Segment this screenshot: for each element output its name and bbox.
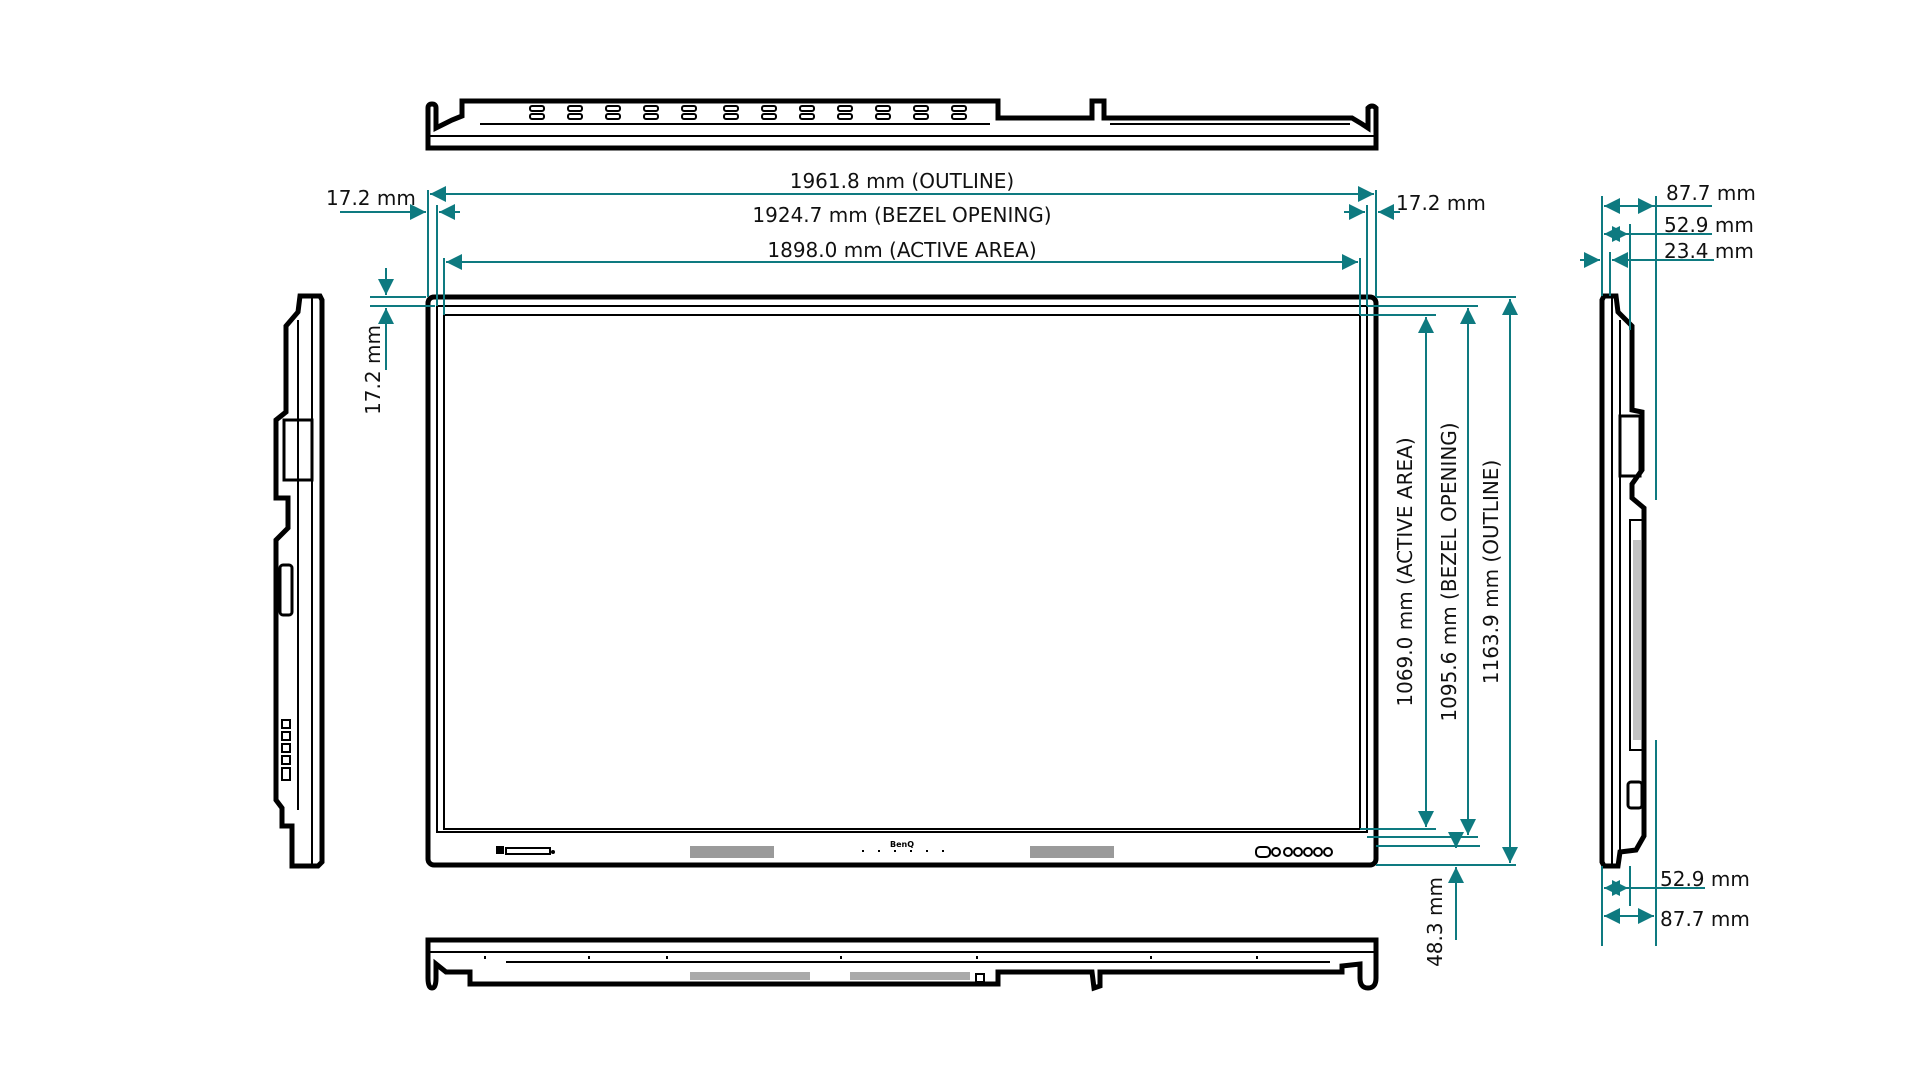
label-bezel-top: 17.2 mm <box>361 325 385 415</box>
label-bezel-bottom: 48.3 mm <box>1423 877 1447 967</box>
label-depth-total-bottom: 87.7 mm <box>1660 907 1750 931</box>
bottom-bezel-details: BenQ <box>496 840 1333 858</box>
label-height-outline: 1163.9 mm (OUTLINE) <box>1479 460 1503 685</box>
label-depth-total-top: 87.7 mm <box>1666 181 1756 205</box>
label-depth-mid-bottom: 52.9 mm <box>1660 867 1750 891</box>
label-depth-mid-top: 52.9 mm <box>1664 213 1754 237</box>
side-depth-dimensions: 87.7 mm 52.9 mm 23.4 mm 52.9 mm 87.7 mm <box>1580 181 1756 946</box>
label-bezel-right: 17.2 mm <box>1396 191 1486 215</box>
label-width-active-area: 1898.0 mm (ACTIVE AREA) <box>767 238 1036 262</box>
label-width-outline: 1961.8 mm (OUTLINE) <box>790 169 1015 193</box>
label-height-active-area: 1069.0 mm (ACTIVE AREA) <box>1393 437 1417 706</box>
label-bezel-left: 17.2 mm <box>326 186 416 210</box>
height-dimensions: 1069.0 mm (ACTIVE AREA) 1095.6 mm (BEZEL… <box>361 268 1518 967</box>
label-depth-panel: 23.4 mm <box>1664 239 1754 263</box>
left-side-view <box>273 293 325 869</box>
label-height-bezel-opening: 1095.6 mm (BEZEL OPENING) <box>1437 422 1461 721</box>
bottom-view <box>425 937 1379 992</box>
width-dimensions: 1961.8 mm (OUTLINE) 1924.7 mm (BEZEL OPE… <box>326 169 1486 315</box>
brand-logo: BenQ <box>890 840 914 849</box>
vent-slots <box>529 105 967 120</box>
front-view: BenQ <box>425 294 1379 868</box>
right-side-view <box>1599 293 1647 869</box>
label-width-bezel-opening: 1924.7 mm (BEZEL OPENING) <box>752 203 1051 227</box>
top-view <box>425 98 1379 151</box>
